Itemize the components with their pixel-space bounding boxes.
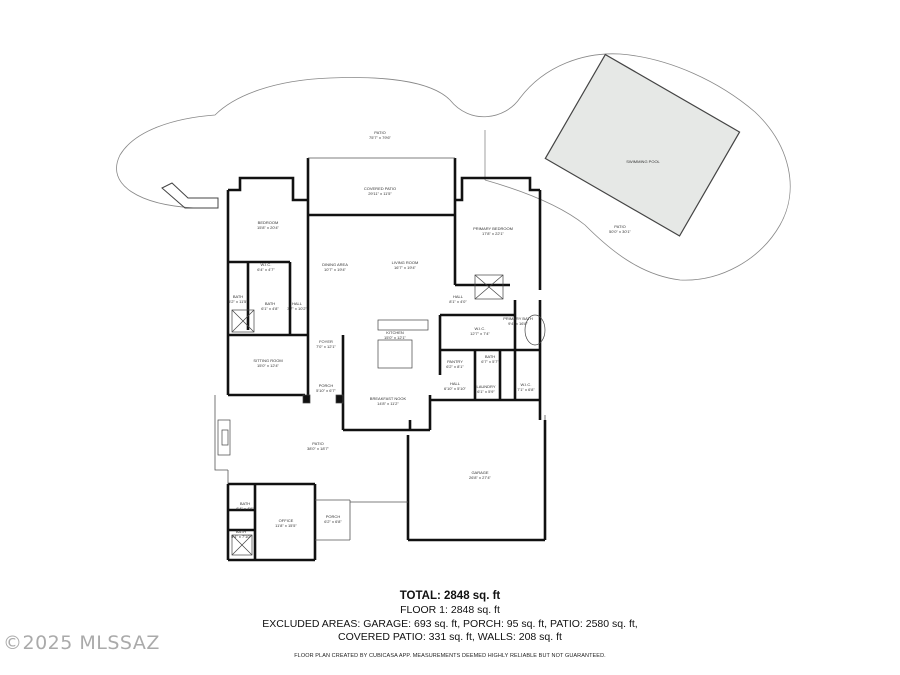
sitting-room-dims: 15'0" x 12'4" bbox=[257, 363, 280, 368]
hall-left-label: HALL bbox=[292, 301, 303, 306]
primary-bath-dims: 9'4" x 16'8" bbox=[508, 321, 528, 326]
foyer-dims: 7'0" x 12'1" bbox=[316, 344, 336, 349]
floor-area: FLOOR 1: 2848 sq. ft bbox=[400, 604, 500, 616]
office-label: OFFICE bbox=[279, 518, 294, 523]
patio-top-dims: 75'7" x 79'6" bbox=[369, 135, 392, 140]
disclaimer: FLOOR PLAN CREATED BY CUBICASA APP. MEAS… bbox=[294, 653, 606, 659]
swimming-pool bbox=[544, 53, 741, 237]
total-area: TOTAL: 2848 sq. ft bbox=[399, 590, 501, 602]
bath-left1-dims: 5'2" x 11'5" bbox=[228, 299, 248, 304]
primary-bath-label: PRIMARY BATH bbox=[503, 316, 533, 321]
hall-mid-label: HALL bbox=[450, 381, 461, 386]
room-labels: PATIO 75'7" x 79'6" COVERED PATIO 29'11"… bbox=[228, 130, 660, 539]
dining-area-label: DINING AREA bbox=[322, 262, 348, 267]
laundry-dims: 6'1" x 5'9" bbox=[477, 389, 495, 394]
walls bbox=[226, 158, 547, 562]
patio-top-label: PATIO bbox=[374, 130, 385, 135]
bath-left2-dims: 6'1" x 4'8" bbox=[261, 306, 279, 311]
outdoor-counter bbox=[161, 182, 219, 209]
watermark: ©2025 MLSSAZ bbox=[3, 632, 160, 654]
foyer-label: FOYER bbox=[319, 339, 333, 344]
wic-right-dims: 7'1" x 6'8" bbox=[517, 387, 535, 392]
porch-office-label: PORCH bbox=[326, 514, 341, 519]
bath-office1-label: BATH bbox=[240, 501, 250, 506]
living-room-dims: 16'7" x 19'4" bbox=[394, 265, 417, 270]
bath-office1-dims: 6'4" x 4'6" bbox=[236, 506, 254, 511]
living-room-label: LIVING ROOM bbox=[392, 260, 419, 265]
garage-dims: 26'8" x 27'4" bbox=[469, 475, 492, 480]
patio-outline bbox=[116, 53, 791, 281]
swimming-pool-label: SWIMMING POOL bbox=[626, 159, 660, 164]
pantry-label: PANTRY bbox=[447, 359, 463, 364]
bath-mid-dims: 6'7" x 5'7" bbox=[481, 359, 499, 364]
patio-mid-label: PATIO bbox=[312, 441, 323, 446]
wic-right-label: W.I.C. bbox=[521, 382, 532, 387]
primary-bedroom-dims: 17'8" x 22'1" bbox=[482, 231, 505, 236]
wic-left-label: W.I.C. bbox=[261, 262, 272, 267]
hall-top-dims: 8'1" x 4'0" bbox=[449, 299, 467, 304]
wic-left-dims: 6'4" x 4'7" bbox=[257, 267, 275, 272]
covered-patio-dims: 29'11" x 11'5" bbox=[368, 191, 392, 196]
hall-mid-dims: 6'10" x 5'10" bbox=[444, 386, 467, 391]
porch-office-dims: 6'2" x 6'8" bbox=[324, 519, 342, 524]
bath-left1-label: BATH bbox=[233, 294, 243, 299]
breakfast-nook-dims: 14'8" x 11'2" bbox=[377, 401, 399, 406]
patio-mid-dims: 38'0" x 18'7" bbox=[307, 446, 330, 451]
kitchen-dims: 15'0" x 12'1" bbox=[384, 335, 407, 340]
patio-right-dims: 50'0" x 30'1" bbox=[609, 229, 632, 234]
bath-left2-label: BATH bbox=[265, 301, 275, 306]
porch-mid-dims: 5'10" x 6'7" bbox=[316, 388, 336, 393]
office-dims: 11'8" x 15'5" bbox=[275, 523, 297, 528]
dining-area-dims: 10'7" x 19'4" bbox=[324, 267, 347, 272]
laundry-label: LAUNDRY bbox=[476, 384, 495, 389]
breakfast-nook-label: BREAKFAST NOOK bbox=[370, 396, 407, 401]
primary-bedroom-label: PRIMARY BEDROOM bbox=[473, 226, 513, 231]
thin-walls bbox=[214, 157, 546, 541]
wic-mid-label: W.I.C. bbox=[475, 326, 486, 331]
fixtures bbox=[217, 274, 546, 556]
kitchen-label: KITCHEN bbox=[386, 330, 404, 335]
bath-mid-label: BATH bbox=[485, 354, 495, 359]
bath-office2-dims: 5'4" x 7'10" bbox=[231, 534, 251, 539]
bedroom-dims: 15'8" x 20'4" bbox=[257, 225, 280, 230]
garage-label: GARAGE bbox=[471, 470, 488, 475]
porch-mid-label: PORCH bbox=[319, 383, 334, 388]
excluded-areas-line2: COVERED PATIO: 331 sq. ft, WALLS: 208 sq… bbox=[338, 631, 562, 643]
hall-left-dims: 3'7" x 10'2" bbox=[287, 306, 307, 311]
sitting-room-label: SITTING ROOM bbox=[253, 358, 282, 363]
pantry-dims: 6'2" x 8'1" bbox=[446, 364, 464, 369]
wic-mid-dims: 12'7" x 7'4" bbox=[470, 331, 490, 336]
covered-patio-label: COVERED PATIO bbox=[364, 186, 396, 191]
bath-office2-label: BATH bbox=[236, 529, 246, 534]
excluded-areas-line1: EXCLUDED AREAS: GARAGE: 693 sq. ft, PORC… bbox=[262, 618, 638, 630]
patio-right-label: PATIO bbox=[614, 224, 625, 229]
bedroom-label: BEDROOM bbox=[258, 220, 279, 225]
hall-top-label: HALL bbox=[453, 294, 464, 299]
